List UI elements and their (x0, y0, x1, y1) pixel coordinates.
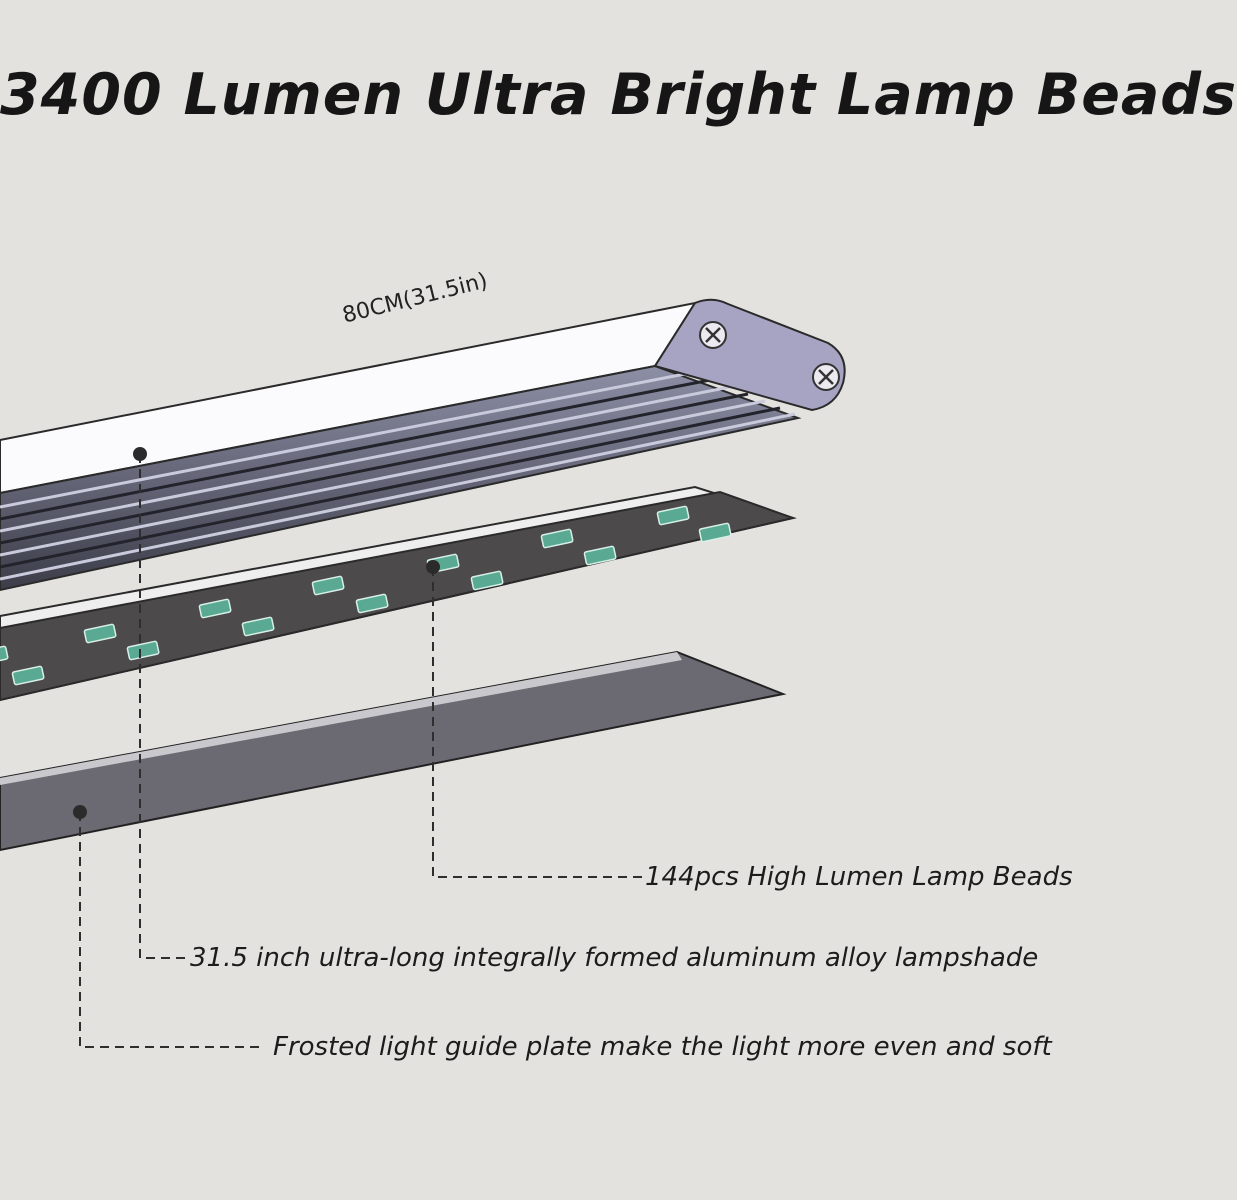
led-bead (0, 645, 9, 666)
callout-lamp-beads: 144pcs High Lumen Lamp Beads (645, 862, 1073, 892)
page-title: 3400 Lumen Ultra Bright Lamp Beads (0, 62, 1237, 128)
leader-lines (79, 454, 645, 1048)
led-bead (311, 575, 345, 596)
callout-dot-guide-plate (73, 805, 87, 819)
led-bead (241, 616, 275, 637)
led-bead (656, 505, 690, 526)
led-bead (470, 570, 504, 591)
led-bead (583, 545, 617, 566)
callout-lampshade: 31.5 inch ultra-long integrally formed a… (190, 943, 1039, 973)
led-bead (198, 598, 232, 619)
leader-line-guide-plate (79, 812, 262, 1048)
light-guide-plate (0, 650, 787, 852)
led-bead (698, 522, 732, 543)
callout-dot-lampshade (133, 447, 147, 461)
led-bead (540, 528, 574, 549)
led-bead (83, 623, 117, 644)
led-bead (126, 640, 160, 661)
screw-icon (699, 321, 727, 349)
leader-line-lamp-beads (432, 567, 645, 878)
aluminum-lampshade (0, 298, 846, 592)
leader-line-lampshade (139, 454, 188, 959)
led-board (0, 485, 797, 702)
led-bead (11, 665, 45, 686)
led-bead (355, 593, 389, 614)
callout-dot-lamp-beads (426, 560, 440, 574)
screw-icon (812, 363, 840, 391)
led-bead-row (0, 505, 732, 686)
exploded-lamp-diagram (0, 298, 846, 1048)
callout-guide-plate: Frosted light guide plate make the light… (273, 1032, 1052, 1062)
